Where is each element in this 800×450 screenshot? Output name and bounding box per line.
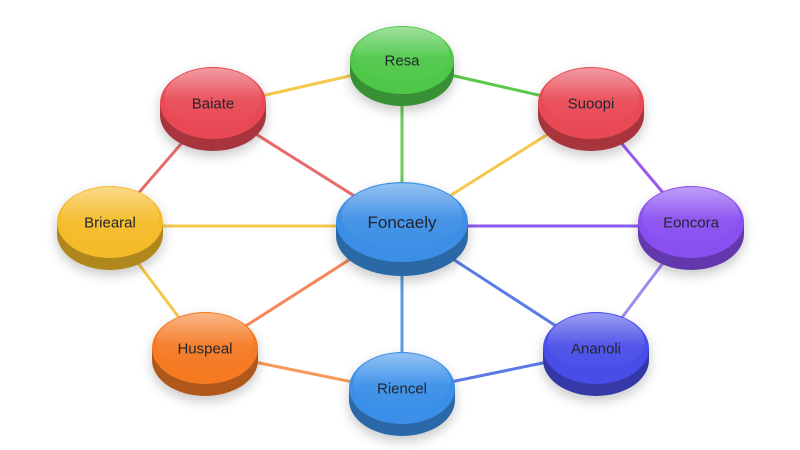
node-label-top-right: Suoopi bbox=[568, 95, 615, 112]
node-left[interactable]: Briearal bbox=[57, 186, 163, 270]
node-bottom-right-gloss bbox=[547, 313, 645, 373]
node-center[interactable]: Foncaely bbox=[336, 182, 468, 276]
node-label-bottom-left: Huspeal bbox=[177, 340, 232, 357]
node-center-gloss bbox=[341, 183, 463, 249]
node-label-top: Resa bbox=[384, 52, 420, 69]
node-label-right: Eoncora bbox=[663, 214, 720, 231]
node-left-gloss bbox=[61, 187, 159, 247]
node-label-center: Foncaely bbox=[368, 213, 437, 232]
node-right[interactable]: Eoncora bbox=[638, 186, 744, 270]
node-bottom-right[interactable]: Ananoli bbox=[543, 312, 649, 396]
node-bottom-left-gloss bbox=[156, 313, 254, 373]
node-top-right-gloss bbox=[542, 68, 640, 128]
node-label-bottom-right: Ananoli bbox=[571, 340, 621, 357]
node-right-gloss bbox=[642, 187, 740, 247]
node-top[interactable]: Resa bbox=[350, 26, 454, 106]
node-bottom-left[interactable]: Huspeal bbox=[152, 312, 258, 396]
node-label-top-left: Baiate bbox=[192, 95, 235, 112]
node-bottom-gloss bbox=[353, 353, 451, 413]
node-top-gloss bbox=[354, 27, 450, 83]
node-label-bottom: Riencel bbox=[377, 380, 427, 397]
node-label-left: Briearal bbox=[84, 214, 136, 231]
node-top-right[interactable]: Suoopi bbox=[538, 67, 644, 151]
node-top-left-gloss bbox=[164, 68, 262, 128]
node-bottom[interactable]: Riencel bbox=[349, 352, 455, 436]
node-top-left[interactable]: Baiate bbox=[160, 67, 266, 151]
